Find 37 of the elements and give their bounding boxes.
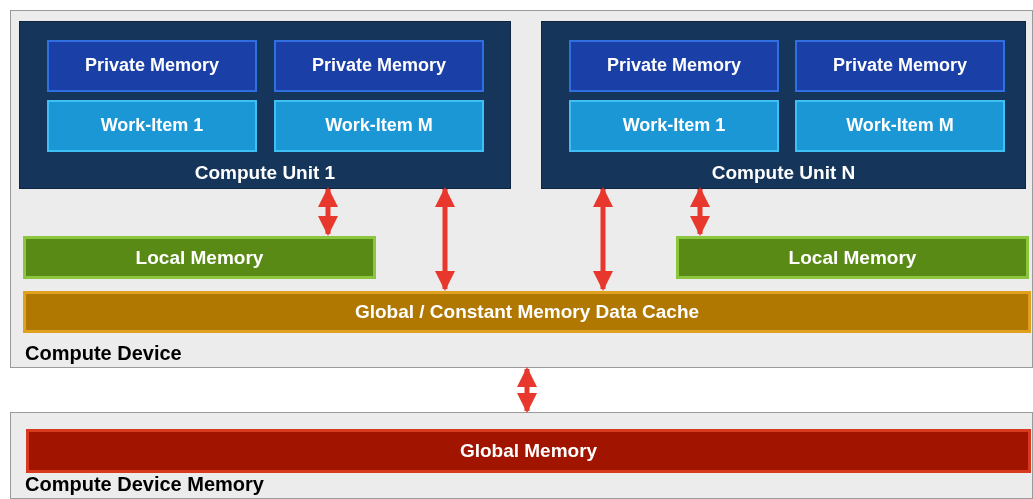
box-label: Work-Item M bbox=[325, 116, 433, 136]
box-label: Local Memory bbox=[788, 247, 917, 268]
work-item-box bbox=[795, 100, 1005, 152]
box-label: Work-Item M bbox=[846, 116, 954, 136]
box-label: Global / Constant Memory Data Cache bbox=[354, 301, 700, 323]
container-panel bbox=[10, 10, 1033, 368]
box-label: Work-Item 1 bbox=[622, 116, 726, 136]
memory-bar bbox=[23, 236, 376, 279]
double-arrow bbox=[435, 187, 455, 291]
memory-box bbox=[795, 40, 1005, 92]
compute-unit-panel bbox=[541, 21, 1026, 189]
group-title: Compute Device Memory bbox=[25, 473, 264, 496]
memory-bar bbox=[676, 236, 1029, 279]
memory-box bbox=[569, 40, 779, 92]
memory-box bbox=[274, 40, 484, 92]
box-label: Global Memory bbox=[459, 440, 598, 462]
memory-box bbox=[47, 40, 257, 92]
double-arrow bbox=[517, 367, 537, 413]
box-label: Work-Item 1 bbox=[100, 116, 204, 136]
group-title: Compute Unit 1 bbox=[194, 162, 336, 184]
double-arrow bbox=[318, 187, 338, 236]
work-item-box bbox=[47, 100, 257, 152]
memory-bar bbox=[26, 429, 1031, 473]
box-label: Local Memory bbox=[135, 247, 264, 268]
work-item-box bbox=[569, 100, 779, 152]
box-label: Private Memory bbox=[832, 56, 968, 76]
box-label: Private Memory bbox=[311, 56, 447, 76]
group-title: Compute Device bbox=[25, 342, 182, 365]
compute-unit-panel bbox=[19, 21, 511, 189]
group-title: Compute Unit N bbox=[711, 162, 856, 184]
work-item-box bbox=[274, 100, 484, 152]
container-panel bbox=[10, 412, 1033, 499]
double-arrow bbox=[690, 187, 710, 236]
double-arrow bbox=[593, 187, 613, 291]
cache-bar bbox=[23, 291, 1031, 333]
box-label: Private Memory bbox=[84, 56, 220, 76]
box-label: Private Memory bbox=[606, 56, 742, 76]
